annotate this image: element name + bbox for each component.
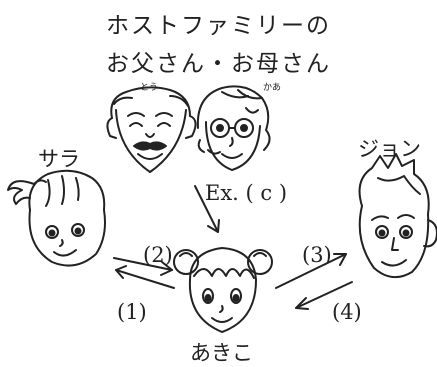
john-face xyxy=(358,153,437,279)
label-1: (1) xyxy=(117,300,147,324)
arrows xyxy=(113,185,353,310)
title-line-2: お父さん・お母さん xyxy=(106,51,331,77)
label-example: Ex. ( c ) xyxy=(205,181,288,205)
label-4: (4) xyxy=(332,300,362,324)
arrow-4 xyxy=(295,281,353,309)
host-mother-face xyxy=(196,85,271,171)
title-line-1: ホストファミリーの xyxy=(106,13,331,39)
arrow-1 xyxy=(115,269,175,289)
host-father-face xyxy=(106,86,197,173)
name-akiko: あきこ xyxy=(190,341,253,365)
arrow-2 xyxy=(113,257,173,271)
sara-face xyxy=(7,169,106,267)
arrow-3 xyxy=(275,253,347,289)
akiko-face xyxy=(173,247,273,333)
ruby-mother: かあ xyxy=(263,83,282,93)
label-2: (2) xyxy=(143,243,173,267)
arrow-example xyxy=(194,185,219,233)
name-john: ジョン xyxy=(358,137,421,161)
name-sara: サラ xyxy=(38,147,80,171)
